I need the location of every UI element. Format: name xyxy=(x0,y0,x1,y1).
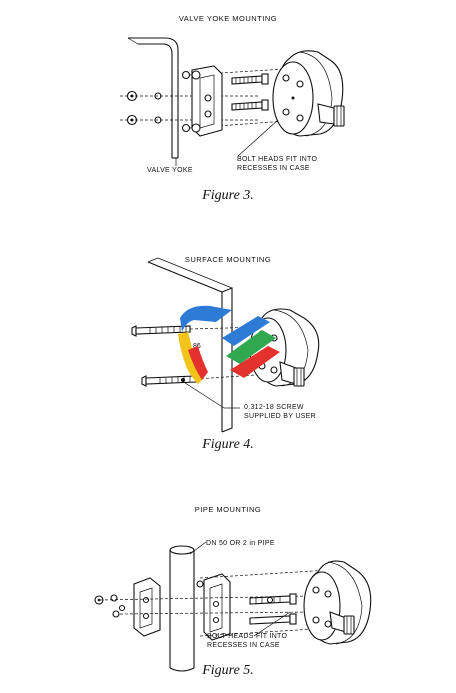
mounting-bolts xyxy=(231,73,269,111)
figure4-caption: Figure 4. xyxy=(202,437,254,452)
callout-line-1: BOLT HEADS FIT INTO xyxy=(207,633,288,640)
callout-line-1: BOLT HEADS FIT INTO xyxy=(237,156,318,163)
mounting-bracket xyxy=(181,65,223,137)
callout-line-1: 0.312-18 SCREW xyxy=(244,404,304,411)
pipe xyxy=(169,545,195,672)
watermark-logo xyxy=(178,305,280,384)
pipe-clamp-left xyxy=(94,577,161,637)
callout-pipe: DN 50 OR 2 in PIPE xyxy=(206,540,275,547)
figure3-caption: Figure 3. xyxy=(202,188,254,203)
figure4-surface-drawing: 86 xyxy=(131,257,320,433)
callout-valve-yoke: VALVE YOKE xyxy=(147,167,193,174)
callout-bolt-heads-fig5: BOLT HEADS FIT INTO RECESSES IN CASE xyxy=(207,632,287,650)
callout-line-2: RECESSES IN CASE xyxy=(237,165,310,172)
pipe-bolts xyxy=(249,593,297,625)
figure5-title: PIPE MOUNTING xyxy=(194,505,262,514)
callout-line-2: SUPPLIED BY USER xyxy=(244,413,316,420)
figure5-caption: Figure 5. xyxy=(202,663,254,678)
figure4-title: SURFACE MOUNTING xyxy=(184,255,272,264)
callout-bolt-heads-fig3: BOLT HEADS FIT INTO RECESSES IN CASE xyxy=(237,155,317,173)
instrument-case xyxy=(272,50,345,137)
figure3-title: VALVE YOKE MOUNTING xyxy=(178,14,278,23)
figure3-valve-yoke-drawing xyxy=(120,37,345,166)
valve-yoke xyxy=(127,37,179,159)
pipe-clamp-right xyxy=(196,573,231,641)
instrument-case-fig5 xyxy=(303,560,372,645)
callout-screw: 0.312-18 SCREW SUPPLIED BY USER xyxy=(244,403,316,421)
user-screws xyxy=(131,325,197,387)
callout-line-2: RECESSES IN CASE xyxy=(207,642,280,649)
